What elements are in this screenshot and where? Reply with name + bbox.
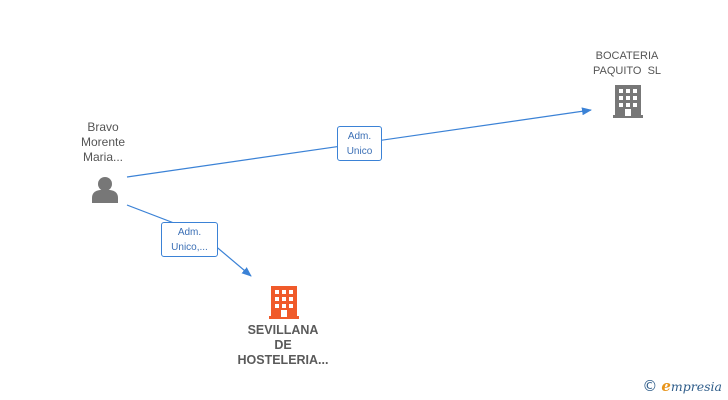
edge-label-adm-unico[interactable]: Adm. Unico (337, 126, 382, 161)
person-icon[interactable] (92, 177, 118, 203)
edge-label-line: Adm. (177, 227, 202, 238)
empresia-watermark[interactable]: © empresia (642, 376, 722, 396)
person-label-line: Maria... (82, 150, 123, 164)
edge-label-line: Unico,... (171, 242, 208, 253)
building-icon[interactable] (613, 85, 643, 118)
building-icon[interactable] (269, 286, 299, 319)
person-label[interactable]: Bravo Morente Maria... (63, 120, 143, 165)
person-label-line: Bravo (87, 120, 119, 134)
person-label-line: Morente (80, 135, 126, 149)
company-label-line: PAQUITO SL (592, 65, 662, 77)
copyright-icon: © (642, 377, 658, 395)
edge-label-line: Adm. (347, 131, 372, 142)
company-label-line: DE (274, 338, 292, 352)
company-label-line: HOSTELERIA... (237, 353, 329, 367)
brand-name: mpresia (670, 379, 722, 394)
company-label-sevillana[interactable]: SEVILLANA DE HOSTELERIA... (223, 323, 343, 368)
edge-label-adm-unico-2[interactable]: Adm. Unico,... (161, 222, 218, 257)
edge-label-line: Unico (346, 146, 373, 157)
company-label-line: BOCATERIA (595, 50, 659, 62)
company-label-line: SEVILLANA (247, 323, 319, 337)
brand-initial: e (661, 377, 671, 395)
brand-logo: empresia (661, 377, 722, 395)
company-label-bocateria[interactable]: BOCATERIA PAQUITO SL (572, 49, 682, 79)
